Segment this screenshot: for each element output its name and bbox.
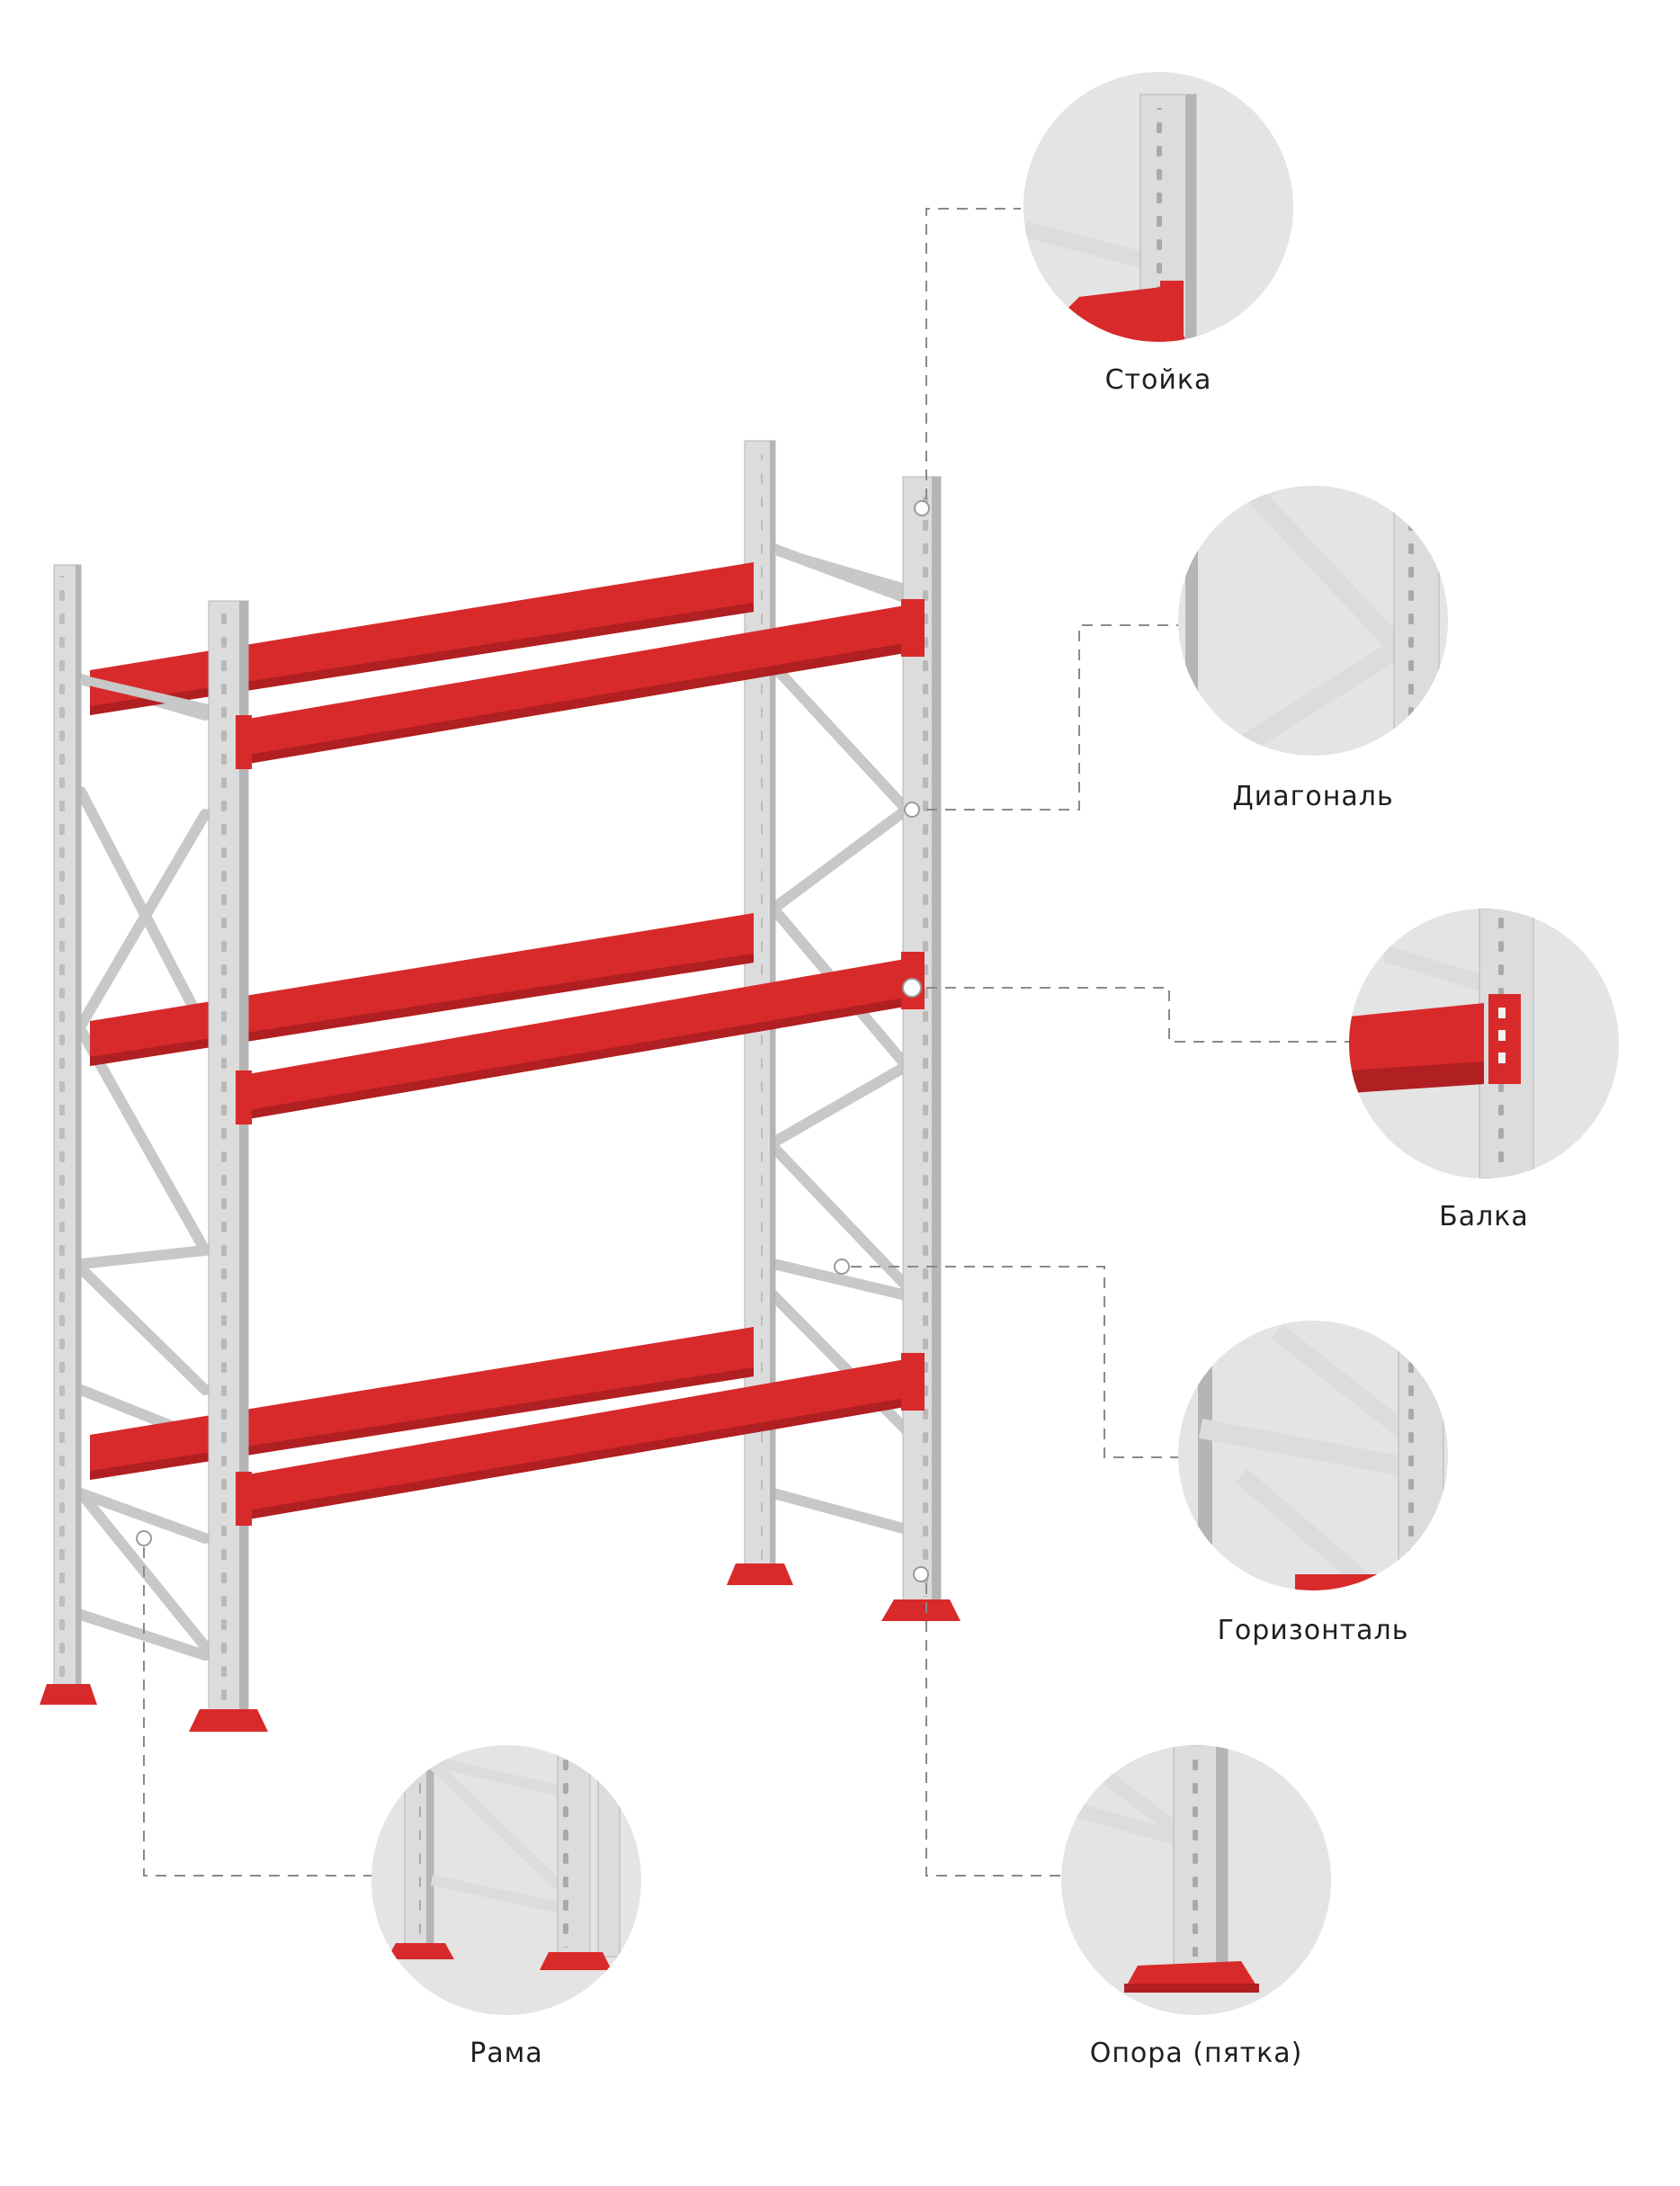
label-frame: Рама [469, 2038, 543, 2069]
upright-back-left [40, 564, 97, 1705]
hotspot-footplate [913, 1566, 929, 1582]
upright-detail-icon [1023, 72, 1293, 342]
label-beam: Балка [1439, 1201, 1529, 1232]
hotspots [136, 500, 930, 1582]
label-diagonal: Диагональ [1232, 781, 1394, 812]
hotspot-frame [136, 1530, 152, 1546]
horizontal-detail-icon [1178, 1321, 1448, 1590]
right-bracing [768, 543, 912, 1535]
front-beams [236, 599, 925, 1526]
diagonal-detail-icon [1178, 486, 1448, 756]
rack [40, 440, 961, 1732]
upright-front-right [881, 476, 961, 1621]
label-footplate: Опора (пятка) [1089, 2038, 1303, 2069]
top-connectors [79, 546, 910, 715]
back-beams [90, 562, 754, 1480]
hotspot-horizontal [834, 1259, 850, 1275]
leader-lines [143, 208, 1349, 1877]
hotspot-beam [902, 978, 922, 998]
back-left-bracing [76, 674, 210, 1661]
hotspot-upright [914, 500, 930, 516]
label-upright: Стойка [1104, 364, 1212, 396]
footplate-detail-icon [1061, 1745, 1331, 2015]
label-horizontal: Горизонталь [1217, 1615, 1409, 1646]
upright-front-left [189, 600, 268, 1732]
frame-detail-icon [371, 1745, 641, 2015]
hotspot-diagonal [904, 802, 920, 818]
beam-detail-icon [1349, 909, 1619, 1178]
